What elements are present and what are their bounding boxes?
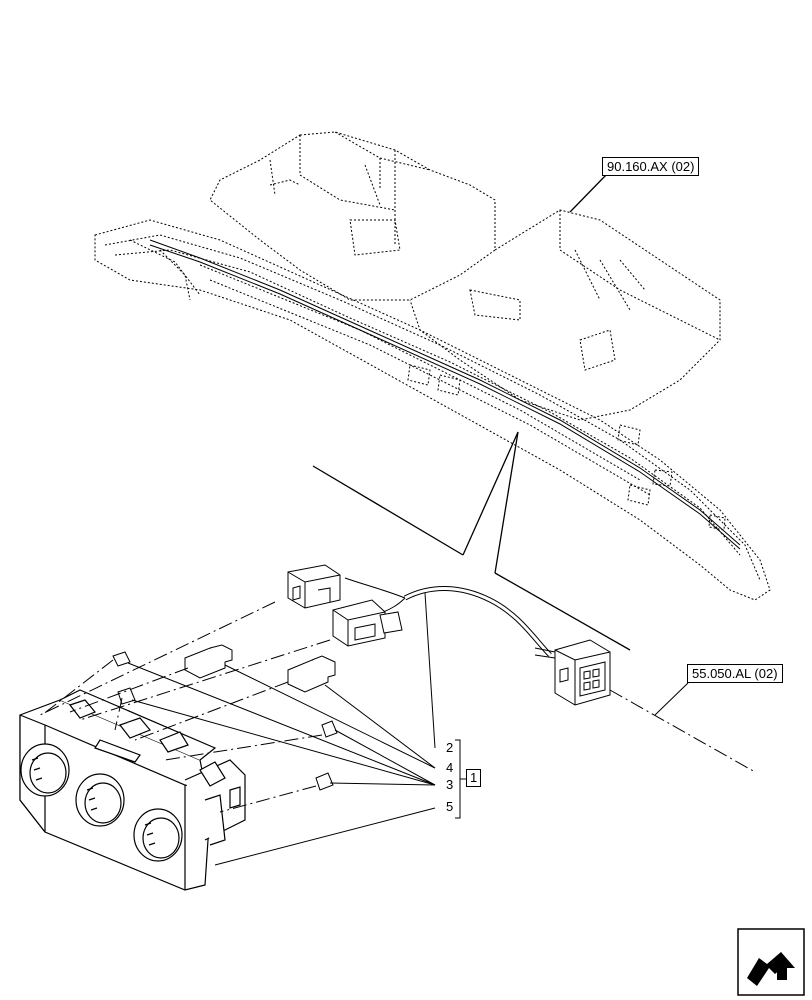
group-bracket: [455, 739, 466, 819]
ref-label-right[interactable]: 55.050.AL (02): [687, 664, 783, 683]
knob-right: [133, 808, 183, 862]
knob-middle: [75, 773, 125, 827]
callout-4: 4: [446, 760, 454, 775]
small-parts: [112, 644, 338, 791]
control-panel: [19, 689, 246, 891]
leader-lines-upper: [312, 172, 631, 651]
callout-5: 5: [446, 799, 454, 814]
roof-harness: [149, 239, 741, 550]
knob-left: [20, 743, 70, 797]
group-label: 1: [466, 769, 482, 787]
callout-leaders: [127, 592, 689, 866]
ref-label-upper[interactable]: 90.160.AX (02): [602, 157, 700, 176]
phantom-lines: [39, 601, 756, 813]
callout-2: 2: [446, 740, 454, 755]
next-page-arrow-icon[interactable]: [737, 928, 805, 996]
wiring-harness: [287, 564, 611, 706]
roof-console-phantom: [94, 131, 771, 601]
callout-3: 3: [446, 777, 454, 792]
